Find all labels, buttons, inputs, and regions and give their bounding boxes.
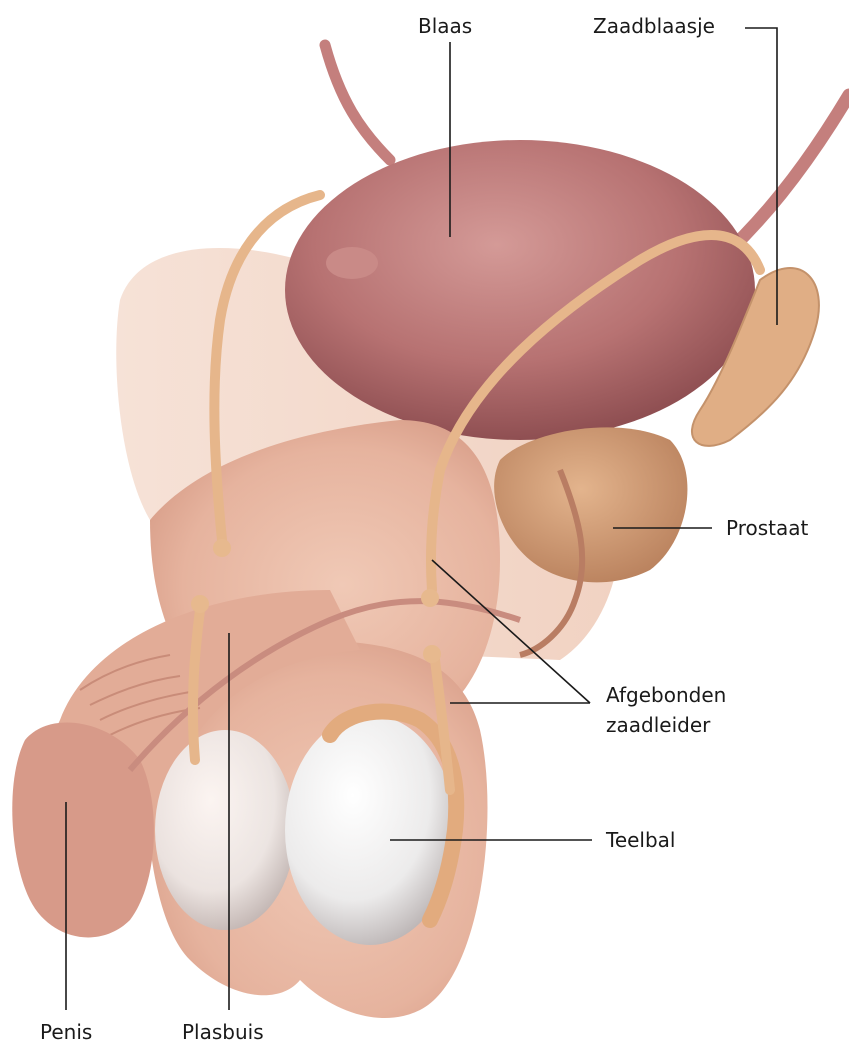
label-urethra: Plasbuis — [182, 1020, 264, 1044]
left-vas-clip-bottom — [191, 595, 209, 613]
right-vas-clip-top — [421, 589, 439, 607]
label-testicle: Teelbal — [605, 828, 676, 852]
glans — [12, 723, 154, 938]
label-seminal-vesicle: Zaadblaasje — [593, 14, 715, 38]
left-vas-clip-top — [213, 539, 231, 557]
bladder-ureter-opening — [326, 247, 378, 279]
label-prostate: Prostaat — [726, 516, 809, 540]
label-vas-deferens-line1: Afgebonden — [606, 683, 726, 707]
label-bladder: Blaas — [418, 14, 472, 38]
label-penis: Penis — [40, 1020, 92, 1044]
right-vas-clip-bottom — [423, 645, 441, 663]
bladder — [285, 140, 755, 440]
label-vas-deferens-line2: zaadleider — [606, 713, 711, 737]
left-ureter — [325, 45, 390, 160]
left-testicle — [155, 730, 295, 930]
